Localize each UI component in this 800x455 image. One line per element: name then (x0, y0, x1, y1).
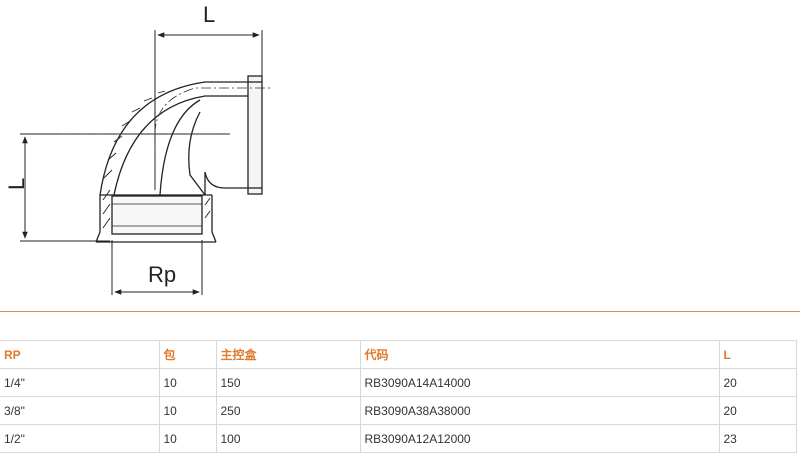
elbow-fitting-drawing: L L Rp (4, 2, 270, 295)
centre-lines (60, 87, 270, 190)
bottom-dimension (111, 240, 203, 295)
header-rp: RP (0, 340, 159, 369)
dim-left-label: L (4, 178, 29, 190)
cell-l: 23 (718, 424, 797, 453)
cell-master-box: 100 (215, 424, 360, 453)
header-l: L (718, 340, 797, 369)
section-hatching (102, 90, 211, 229)
header-code: 代码 (359, 340, 719, 369)
section-divider (0, 311, 800, 312)
cell-rp: 1/4" (0, 368, 159, 397)
cell-master-box: 150 (215, 368, 360, 397)
table-header-row: RP 包 主控盒 代码 L (0, 340, 797, 369)
dim-top-label: L (203, 2, 215, 27)
cell-code: RB3090A14A14000 (359, 368, 719, 397)
dim-bottom-label: Rp (148, 262, 176, 287)
cell-pack: 10 (158, 368, 216, 397)
table-row: 1/2" 10 100 RB3090A12A12000 23 (0, 424, 797, 453)
cell-pack: 10 (158, 424, 216, 453)
table-row: 3/8" 10 250 RB3090A38A38000 20 (0, 396, 797, 425)
cell-rp: 1/2" (0, 424, 159, 453)
elbow-body (95, 75, 263, 243)
cell-master-box: 250 (215, 396, 360, 425)
cell-code: RB3090A38A38000 (359, 396, 719, 425)
cell-pack: 10 (158, 396, 216, 425)
cell-code: RB3090A12A12000 (359, 424, 719, 453)
top-dimension (154, 30, 263, 190)
cell-l: 20 (718, 368, 797, 397)
header-master-box: 主控盒 (215, 340, 360, 369)
spec-table: RP 包 主控盒 代码 L 1/4" 10 150 RB3090A14A1400… (0, 340, 797, 453)
cell-rp: 3/8" (0, 396, 159, 425)
table-row: 1/4" 10 150 RB3090A14A14000 20 (0, 368, 797, 397)
cell-l: 20 (718, 396, 797, 425)
header-pack: 包 (158, 340, 216, 369)
